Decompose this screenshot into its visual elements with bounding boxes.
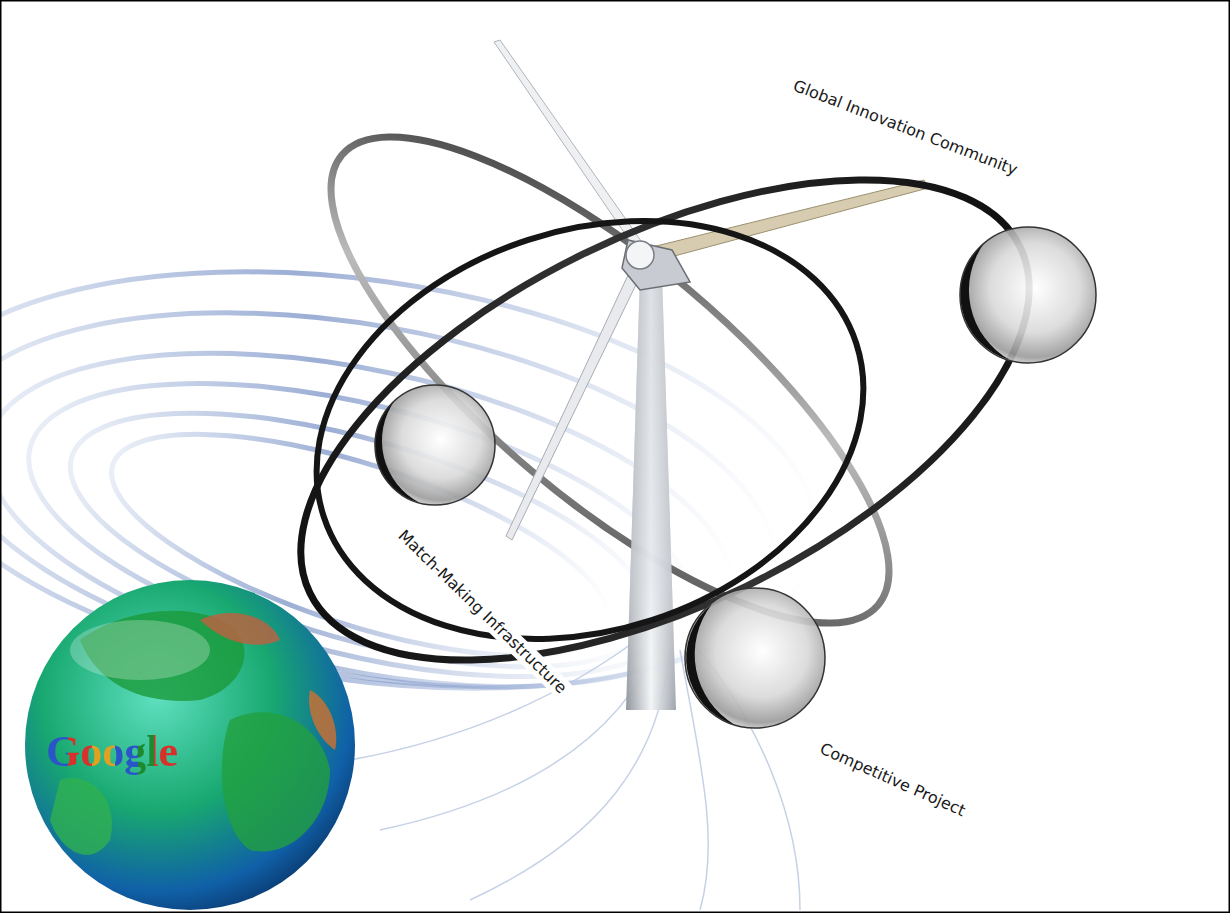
- globe-logo: Google: [46, 728, 178, 776]
- orbit-label: Competitive Project: [815, 738, 972, 822]
- orbit-label: Global Innovation Community: [787, 75, 1022, 181]
